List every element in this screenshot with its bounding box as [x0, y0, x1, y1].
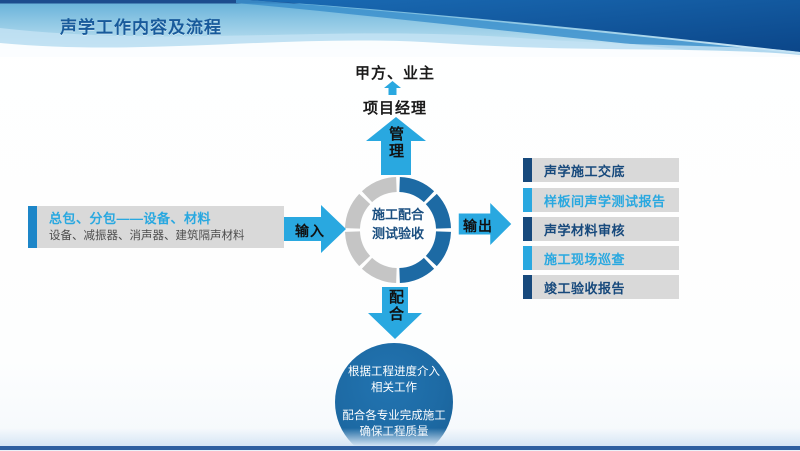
project-manager-label: 项目经理: [362, 100, 427, 117]
header-banner: 声学工作内容及流程: [0, 0, 800, 57]
circle-line-gap: [335, 396, 453, 408]
cooperate-arrow-label: 配合: [388, 289, 404, 323]
output-item-construction-briefing: 声学施工交底: [523, 158, 679, 182]
circle-line-3: 配合各专业完成施工: [342, 410, 446, 422]
output-item-completion-acceptance-report: 竣工验收报告: [523, 275, 679, 299]
header-wave-graphic: [0, 0, 800, 57]
output-item-label: 样板间声学测试报告: [544, 193, 666, 209]
ring-center-line1: 施工配合: [371, 207, 424, 222]
input-source-box: 总包、分包——设备、材料 设备、减振器、消声器、建筑隔声材料: [28, 206, 284, 248]
output-item-label: 声学材料审核: [544, 222, 626, 238]
output-item-label: 施工现场巡查: [544, 251, 626, 267]
output-item-material-review: 声学材料审核: [523, 217, 679, 241]
process-ring-diagram: [345, 177, 451, 283]
output-item-label: 竣工验收报告: [544, 280, 626, 296]
output-item-site-inspection: 施工现场巡查: [523, 246, 679, 270]
input-box-title: 总包、分包——设备、材料: [49, 211, 212, 226]
output-right-arrow-icon: [458, 203, 512, 245]
manage-up-arrow-icon: [366, 117, 426, 175]
up-arrow-small-icon: [384, 81, 401, 95]
footer-accent-line: [0, 446, 800, 450]
cooperate-down-arrow-icon: [368, 287, 422, 339]
output-arrow-label: 输出: [463, 218, 493, 234]
manage-arrow-label: 管理: [388, 126, 404, 160]
output-item-label: 声学施工交底: [544, 163, 626, 179]
circle-line-1: 根据工程进度介入: [348, 366, 440, 378]
client-owner-label: 甲方、业主: [354, 65, 435, 82]
output-item-sample-room-test-report: 样板间声学测试报告: [523, 188, 679, 212]
page-title: 声学工作内容及流程: [60, 18, 222, 37]
ring-center-line2: 测试验收: [371, 226, 424, 241]
input-box-subtitle: 设备、减振器、消声器、建筑隔声材料: [49, 230, 245, 242]
input-arrow-label: 输入: [295, 223, 325, 239]
input-right-arrow-icon: [284, 205, 346, 253]
ring-center-label: 施工配合 测试验收: [343, 205, 453, 243]
footer-gradient-band: [0, 428, 800, 446]
circle-line-2: 相关工作: [371, 382, 417, 394]
